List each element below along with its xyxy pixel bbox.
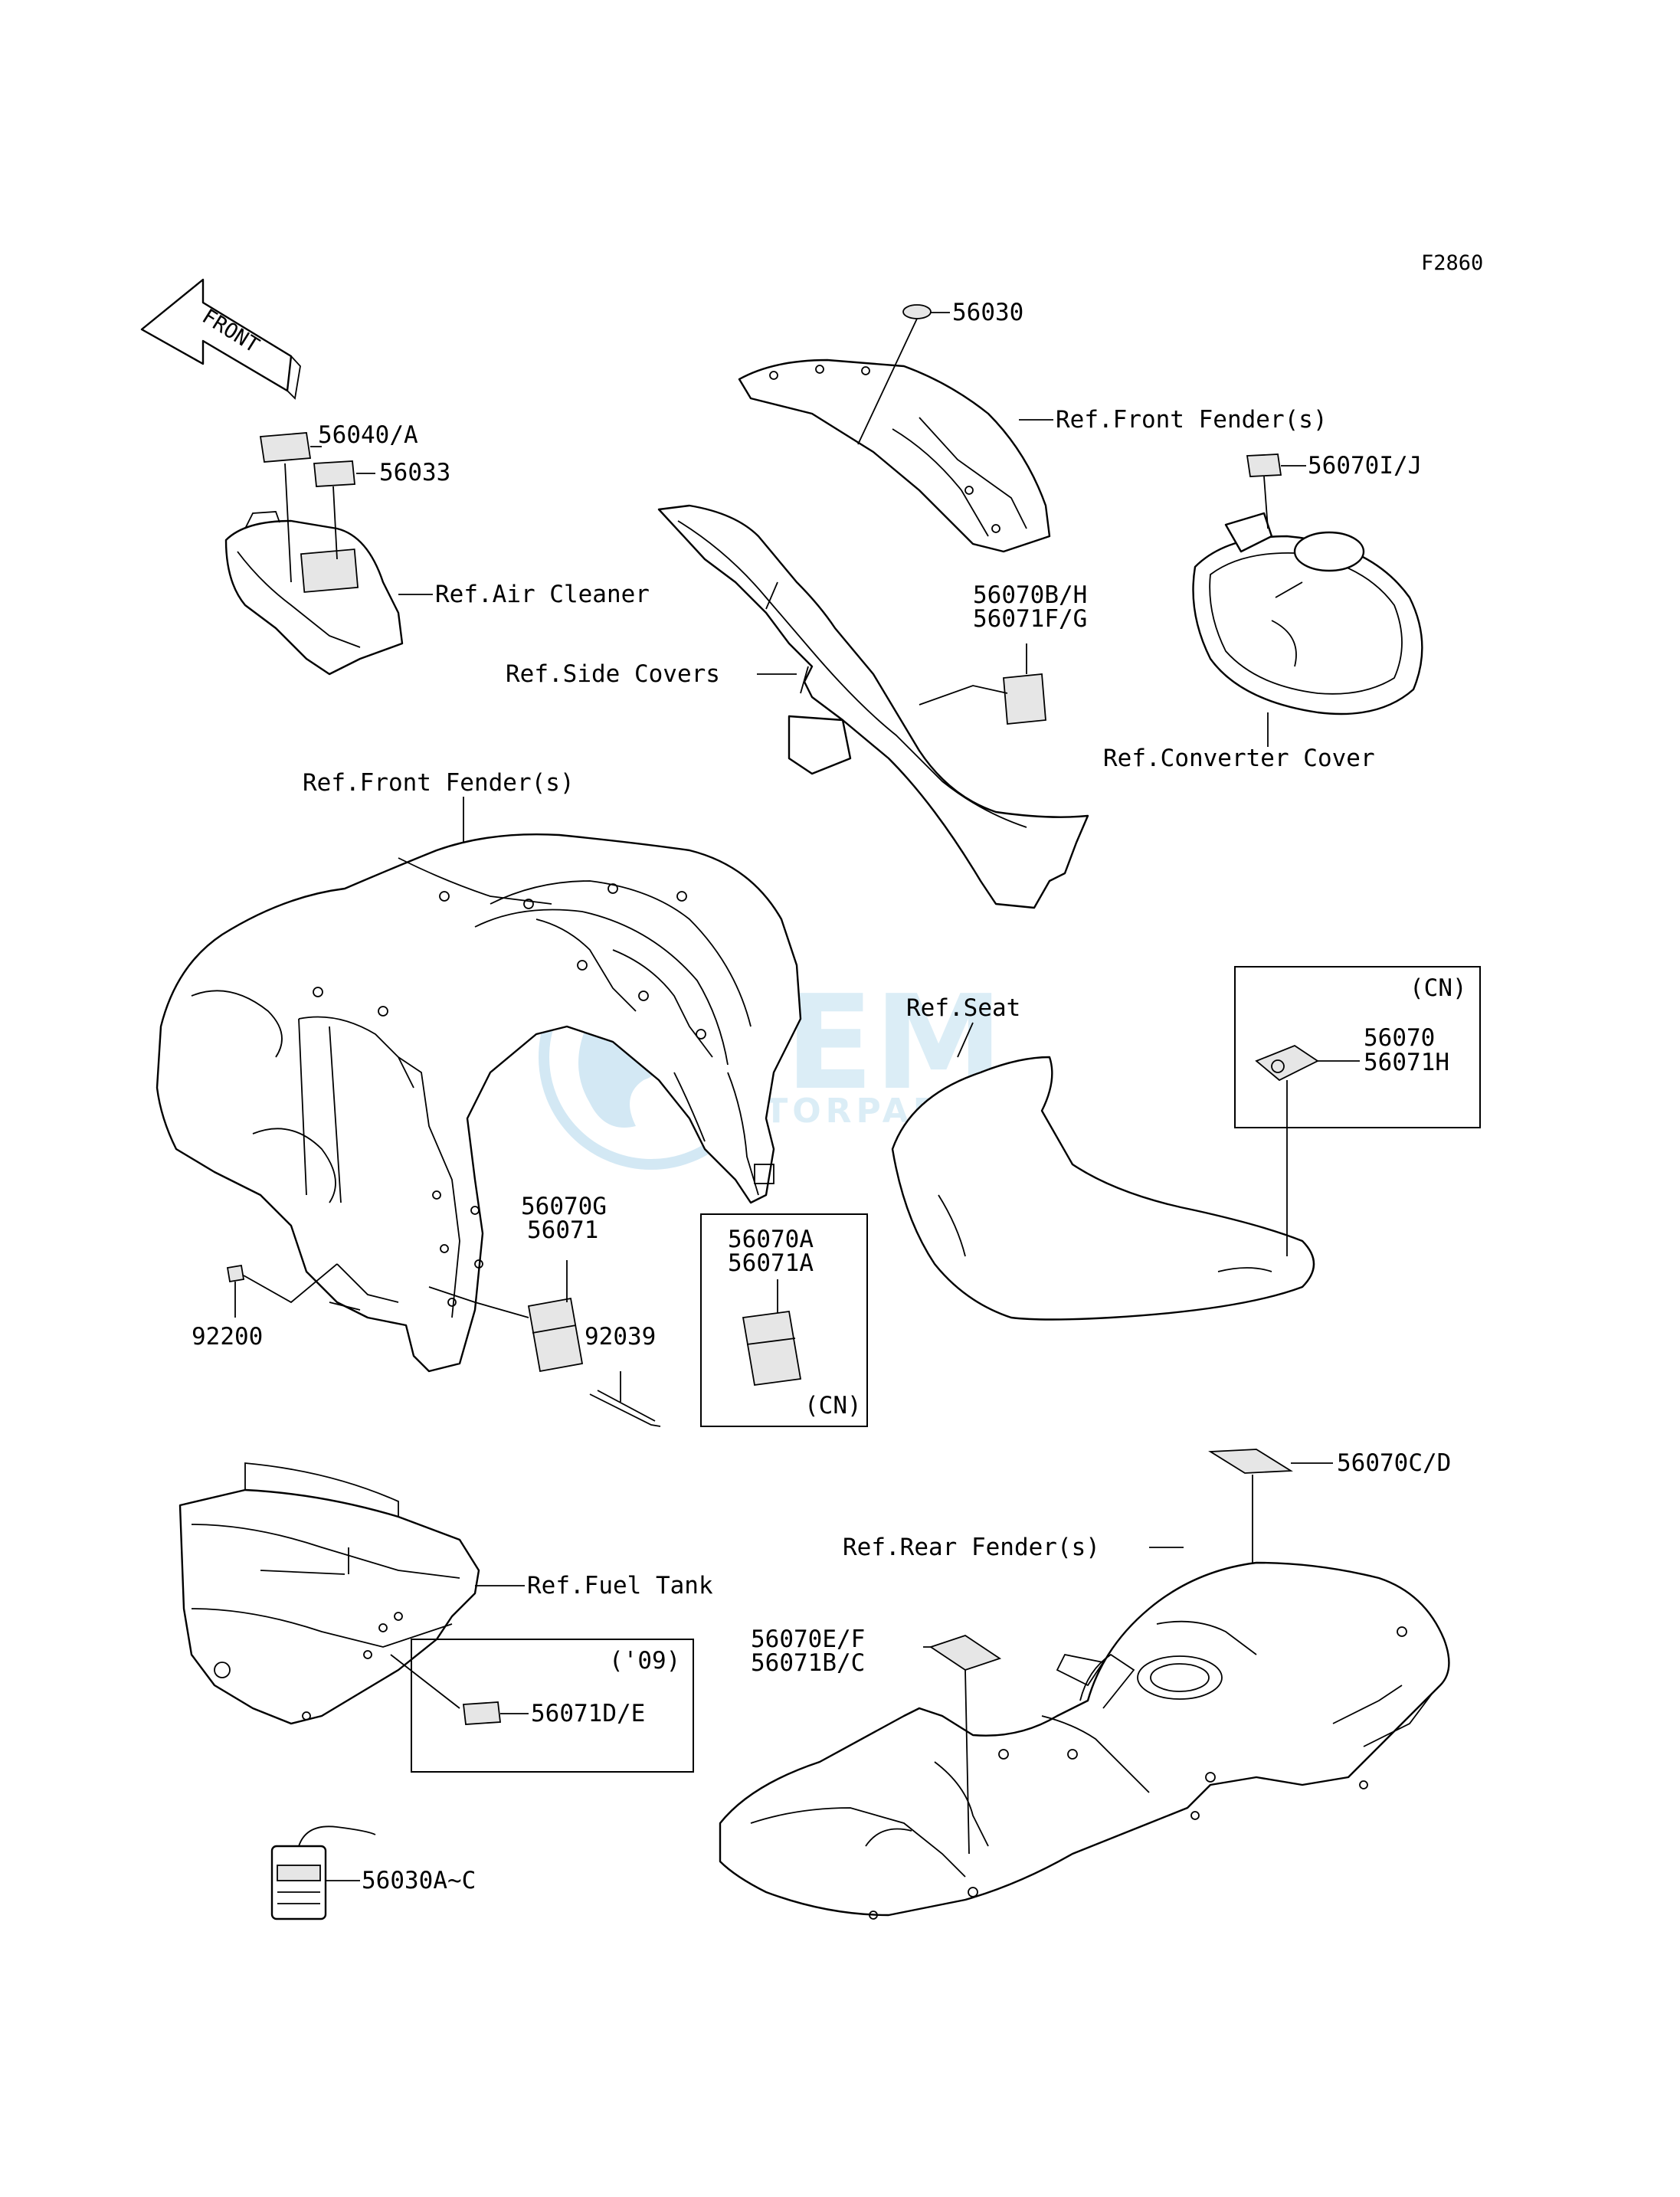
cn-box-1-label: (CN) (1410, 974, 1467, 1002)
part-56071a-label: 56071A (728, 1249, 814, 1277)
part-56071bc-label: 56071B/C (751, 1649, 865, 1677)
part-56071fg-label: 56071F/G (973, 605, 1087, 633)
tag-56030ac-icon (270, 1825, 376, 1920)
cap-56030-icon (902, 304, 932, 319)
label-56070cd-sticker (1208, 1449, 1293, 1474)
part-56071h-label: 56071H (1364, 1049, 1449, 1076)
label-56070-sticker (1255, 1044, 1319, 1082)
ref-front-fender-top-label: Ref.Front Fender(s) (1056, 406, 1328, 434)
cn-box-56070a (700, 1213, 868, 1427)
part-56033-label: 56033 (379, 459, 450, 486)
clip-92200-icon (226, 1264, 245, 1283)
part-56030-label: 56030 (952, 299, 1023, 326)
front-fender-inner (738, 359, 1051, 553)
converter-cover (1192, 512, 1423, 715)
cn-box-56070 (1234, 966, 1481, 1128)
ref-air-cleaner-label: Ref.Air Cleaner (435, 581, 650, 608)
part-92039-label: 92039 (585, 1323, 656, 1351)
part-56070g-label: 56070G (521, 1193, 607, 1220)
label-56070bh-sticker (1003, 673, 1046, 725)
cn-box-2-label: (CN) (804, 1392, 862, 1419)
ref-rear-fender-label: Ref.Rear Fender(s) (843, 1534, 1100, 1561)
ref-fuel-tank-label: Ref.Fuel Tank (527, 1572, 713, 1599)
ref-side-covers-label: Ref.Side Covers (506, 660, 720, 688)
air-cleaner-cover (224, 511, 404, 676)
label-56070a-plate (742, 1310, 802, 1387)
part-56070ef-label: 56070E/F (751, 1626, 865, 1653)
part-92200-label: 92200 (192, 1323, 263, 1351)
seat (891, 1056, 1315, 1321)
ref-front-fender-main-label: Ref.Front Fender(s) (303, 769, 575, 797)
figure-code: F2860 (1421, 251, 1483, 275)
part-56070a-label: 56070A (728, 1226, 814, 1253)
label-56070ef-sticker (928, 1635, 1002, 1671)
part-56070-label: 56070 (1364, 1024, 1435, 1052)
tie-92039-icon (589, 1390, 661, 1427)
ref-seat-label: Ref.Seat (906, 994, 1020, 1022)
year-09-box (411, 1639, 694, 1773)
part-56030ac-label: 56030A~C (362, 1867, 476, 1894)
fuel-tank (178, 1462, 480, 1725)
part-56071de-label: 56071D/E (531, 1700, 645, 1727)
year-09-label: ('09) (609, 1647, 680, 1675)
front-fender-main (156, 833, 802, 1373)
front-arrow-icon: FRONT (140, 278, 301, 400)
label-56033-sticker (313, 460, 355, 487)
label-56070g-plate (527, 1297, 584, 1373)
part-56071-label: 56071 (527, 1216, 598, 1244)
label-56070ij-sticker (1246, 453, 1282, 477)
ref-converter-cover-label: Ref.Converter Cover (1103, 745, 1375, 772)
label-56071de-sticker (462, 1701, 502, 1725)
part-56070cd-label: 56070C/D (1337, 1449, 1451, 1477)
part-56070ij-label: 56070I/J (1308, 452, 1422, 480)
label-56040-sticker (259, 432, 312, 463)
part-56040-label: 56040/A (318, 421, 418, 449)
rear-fender (719, 1561, 1450, 1920)
part-56070bh-label: 56070B/H (973, 581, 1087, 609)
side-covers (657, 504, 1089, 909)
